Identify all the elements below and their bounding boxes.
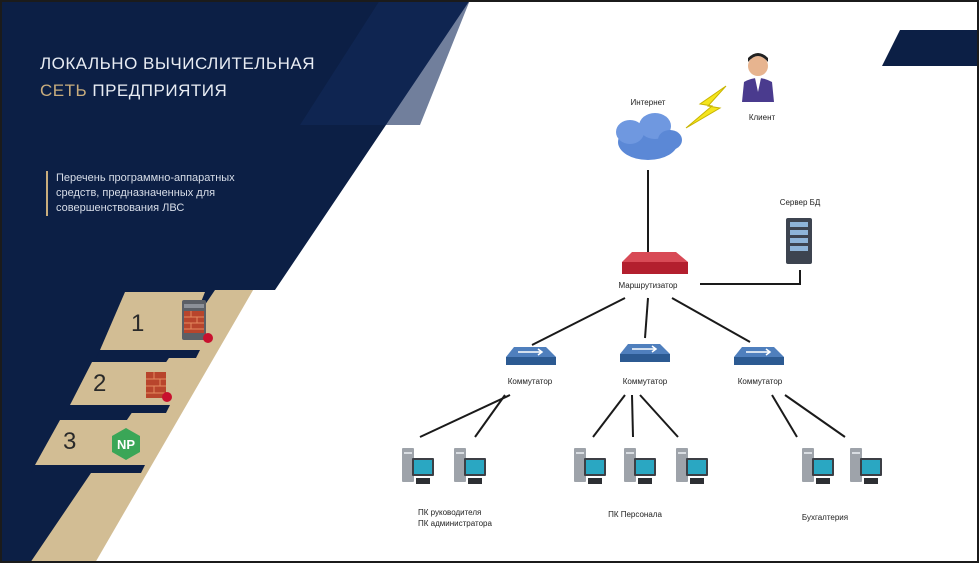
tool-number-3: 3 (63, 428, 77, 455)
label-switch-left: Коммутатор (507, 377, 553, 386)
label-group-left-2: ПК администратора (418, 519, 492, 528)
label-switch-center: Коммутатор (622, 377, 668, 386)
label-group-center: ПК Персонала (608, 510, 662, 519)
tool-bar-2-shadow (66, 405, 170, 413)
pc-icon-accounting-1 (802, 448, 834, 484)
title-accent: СЕТЬ (40, 81, 88, 100)
connection-lines (419, 170, 846, 438)
title-rest: ПРЕДПРИЯТИЯ (87, 81, 228, 100)
switch-center-icon (620, 344, 670, 362)
pc-icon-accounting-2 (850, 448, 882, 484)
label-group-left-1: ПК руководителя (418, 508, 482, 517)
link-router-switch-right (671, 297, 751, 343)
tool-bar-1-shadow (96, 350, 200, 358)
header-accent (300, 0, 470, 125)
link-router-dbserver (700, 270, 801, 285)
link-swc-pc3 (639, 394, 679, 438)
firewall-server-icon (182, 300, 213, 343)
link-swc-pc2 (631, 394, 634, 438)
pc-icon-admin (454, 448, 486, 484)
np-hexagon-icon: NP (112, 428, 140, 460)
pc-icon-manager (402, 448, 434, 484)
label-client: Клиент (748, 113, 776, 122)
client-person-icon (742, 53, 774, 102)
db-server-icon (786, 218, 812, 264)
label-internet: Интернет (630, 98, 666, 107)
firewall-icon (146, 372, 172, 402)
lightning-icon (685, 85, 727, 129)
tool-number-1: 1 (131, 310, 145, 337)
top-right-ribbon (882, 30, 979, 66)
switch-left-icon (506, 347, 556, 365)
label-db-server: Сервер БД (779, 198, 821, 207)
link-router-switch-left (531, 297, 626, 346)
title-line-1: ЛОКАЛЬНО ВЫЧИСЛИТЕЛЬНАЯ (40, 54, 315, 73)
pc-icon-staff-1 (574, 448, 606, 484)
tool-bar-3-shadow (31, 465, 145, 473)
link-swl-pc1 (419, 394, 511, 438)
label-group-right: Бухгалтерия (801, 513, 849, 522)
label-router: Маршрутизатор (618, 281, 678, 290)
np-badge-text: NP (117, 437, 135, 452)
internet-cloud-icon (616, 113, 682, 160)
slide-description: Перечень программно-аппаратных средств, … (46, 171, 256, 216)
link-router-switch-center (644, 297, 649, 339)
link-swl-pc2 (474, 394, 506, 438)
pc-icon-staff-3 (676, 448, 708, 484)
switch-right-icon (734, 347, 784, 365)
link-swr-pc1 (771, 394, 798, 438)
router-icon (622, 252, 688, 274)
link-swr-pc2 (784, 394, 846, 438)
link-swc-pc1 (592, 394, 626, 438)
slide-title: ЛОКАЛЬНО ВЫЧИСЛИТЕЛЬНАЯ СЕТЬ ПРЕДПРИЯТИЯ (40, 50, 315, 104)
tool-number-2: 2 (93, 370, 107, 397)
tool-bar-1 (100, 292, 205, 350)
label-switch-right: Коммутатор (737, 377, 783, 386)
title-line-2: СЕТЬ ПРЕДПРИЯТИЯ (40, 77, 315, 104)
pc-icon-staff-2 (624, 448, 656, 484)
